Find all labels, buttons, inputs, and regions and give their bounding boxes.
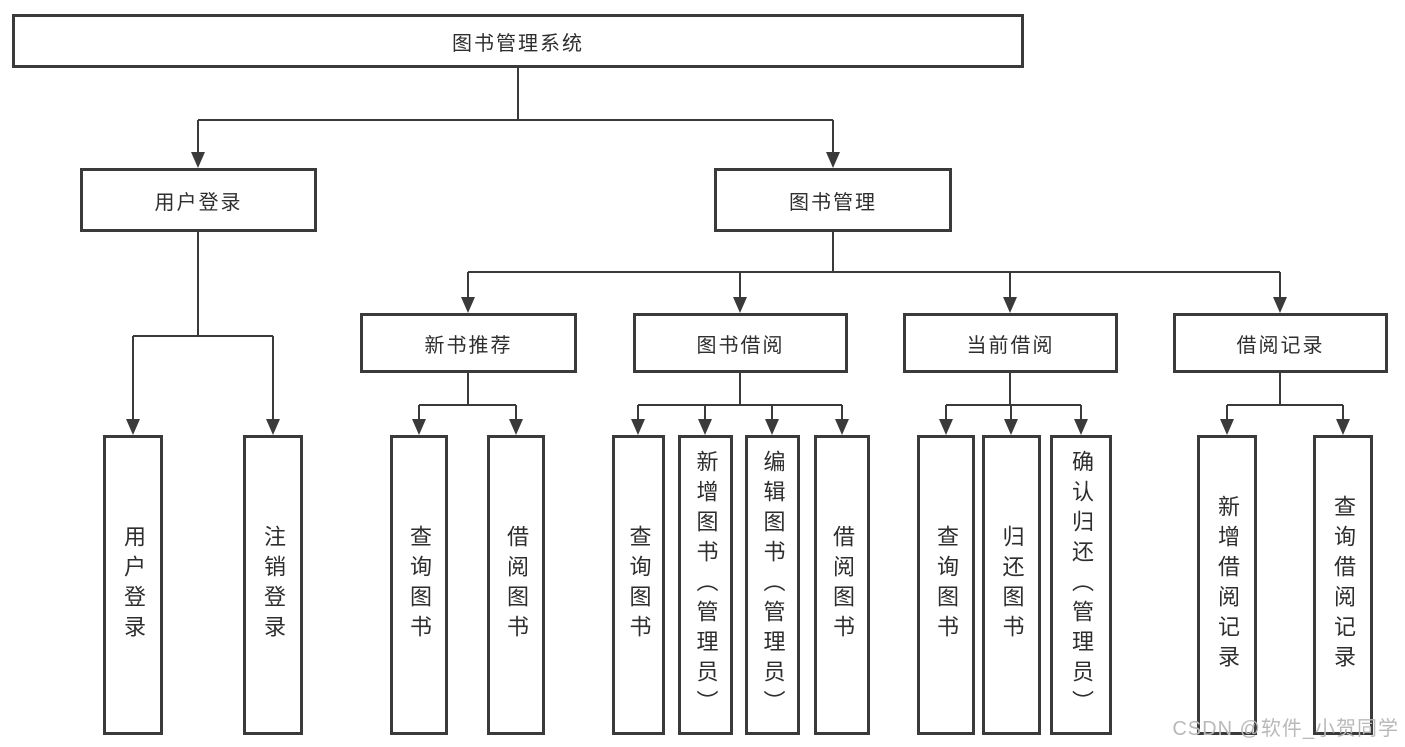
node-root: 图书管理系统 [12,14,1024,68]
node-user-login-label: 用户登录 [154,191,243,214]
leaf-query-books-borrow-label: 查询图书 [626,525,652,645]
arrowhead [1004,419,1018,435]
leaf-logout-label: 注销登录 [261,525,286,645]
arrowhead [835,419,849,435]
arrowhead [698,419,712,435]
leaf-user-login: 用户登录 [103,435,163,735]
arrowhead [765,419,779,435]
leaf-edit-book-admin-label: 编辑图书（管理员） [760,450,786,720]
leaf-query-books-current-label: 查询图书 [934,525,959,645]
arrowhead [1220,419,1234,435]
leaf-query-books-newbook-label: 查询图书 [407,525,432,645]
leaf-return-books-label: 归还图书 [999,525,1025,645]
node-borrow-records: 借阅记录 [1173,313,1388,373]
arrowhead [1273,297,1287,313]
node-book-management-label: 图书管理 [789,191,877,214]
arrowhead [266,419,280,435]
arrowhead [126,419,140,435]
leaf-add-book-admin-label: 新增图书（管理员） [693,450,719,720]
node-user-login: 用户登录 [80,168,317,232]
node-new-book-recommend: 新书推荐 [360,313,577,373]
leaf-user-login-label: 用户登录 [121,525,146,645]
leaf-borrow-books-newbook: 借阅图书 [487,435,545,735]
connector-book-mgmt-rail [468,232,1280,273]
node-current-borrow-label: 当前借阅 [966,334,1055,357]
arrowhead [826,152,840,168]
connector-bookborrow-rail [638,373,842,406]
leaf-query-borrow-record-label: 查询借阅记录 [1331,495,1356,675]
leaf-query-books-newbook: 查询图书 [390,435,448,735]
leaf-borrow-books-borrow: 借阅图书 [814,435,870,735]
leaf-borrow-books-newbook-label: 借阅图书 [504,525,529,645]
leaf-confirm-return-admin: 确认归还（管理员） [1050,435,1112,735]
connector-newbook-rail [419,373,516,406]
node-root-label: 图书管理系统 [452,32,584,55]
arrowhead [461,297,475,313]
connector-record-rail [1227,373,1343,406]
arrowhead [1336,419,1350,435]
arrowhead [733,297,747,313]
node-book-borrow: 图书借阅 [633,313,848,373]
leaf-add-borrow-record-label: 新增借阅记录 [1215,495,1240,675]
watermark: CSDN @软件_小贺同学 [1172,718,1399,740]
leaf-query-books-current: 查询图书 [917,435,975,735]
node-borrow-records-label: 借阅记录 [1236,334,1325,357]
node-new-book-recommend-label: 新书推荐 [424,334,513,357]
leaf-borrow-books-borrow-label: 借阅图书 [830,525,855,645]
node-book-borrow-label: 图书借阅 [696,334,785,357]
leaf-return-books: 归还图书 [982,435,1041,735]
leaf-add-book-admin: 新增图书（管理员） [678,435,733,735]
arrowhead [1074,419,1088,435]
arrowhead [412,419,426,435]
arrowhead [939,419,953,435]
connector-root-rail [198,68,833,121]
node-current-borrow: 当前借阅 [903,313,1118,373]
connector-user-login-rail [133,232,273,337]
leaf-query-books-borrow: 查询图书 [612,435,665,735]
arrowhead [191,152,205,168]
leaf-logout: 注销登录 [243,435,303,735]
leaf-edit-book-admin: 编辑图书（管理员） [745,435,800,735]
arrowhead [1003,297,1017,313]
node-book-management: 图书管理 [714,168,952,232]
arrowhead [509,419,523,435]
connector-curborrow-rail [946,373,1081,406]
arrowhead [631,419,645,435]
leaf-query-borrow-record: 查询借阅记录 [1313,435,1373,735]
leaf-confirm-return-admin-label: 确认归还（管理员） [1069,450,1094,720]
leaf-add-borrow-record: 新增借阅记录 [1197,435,1257,735]
